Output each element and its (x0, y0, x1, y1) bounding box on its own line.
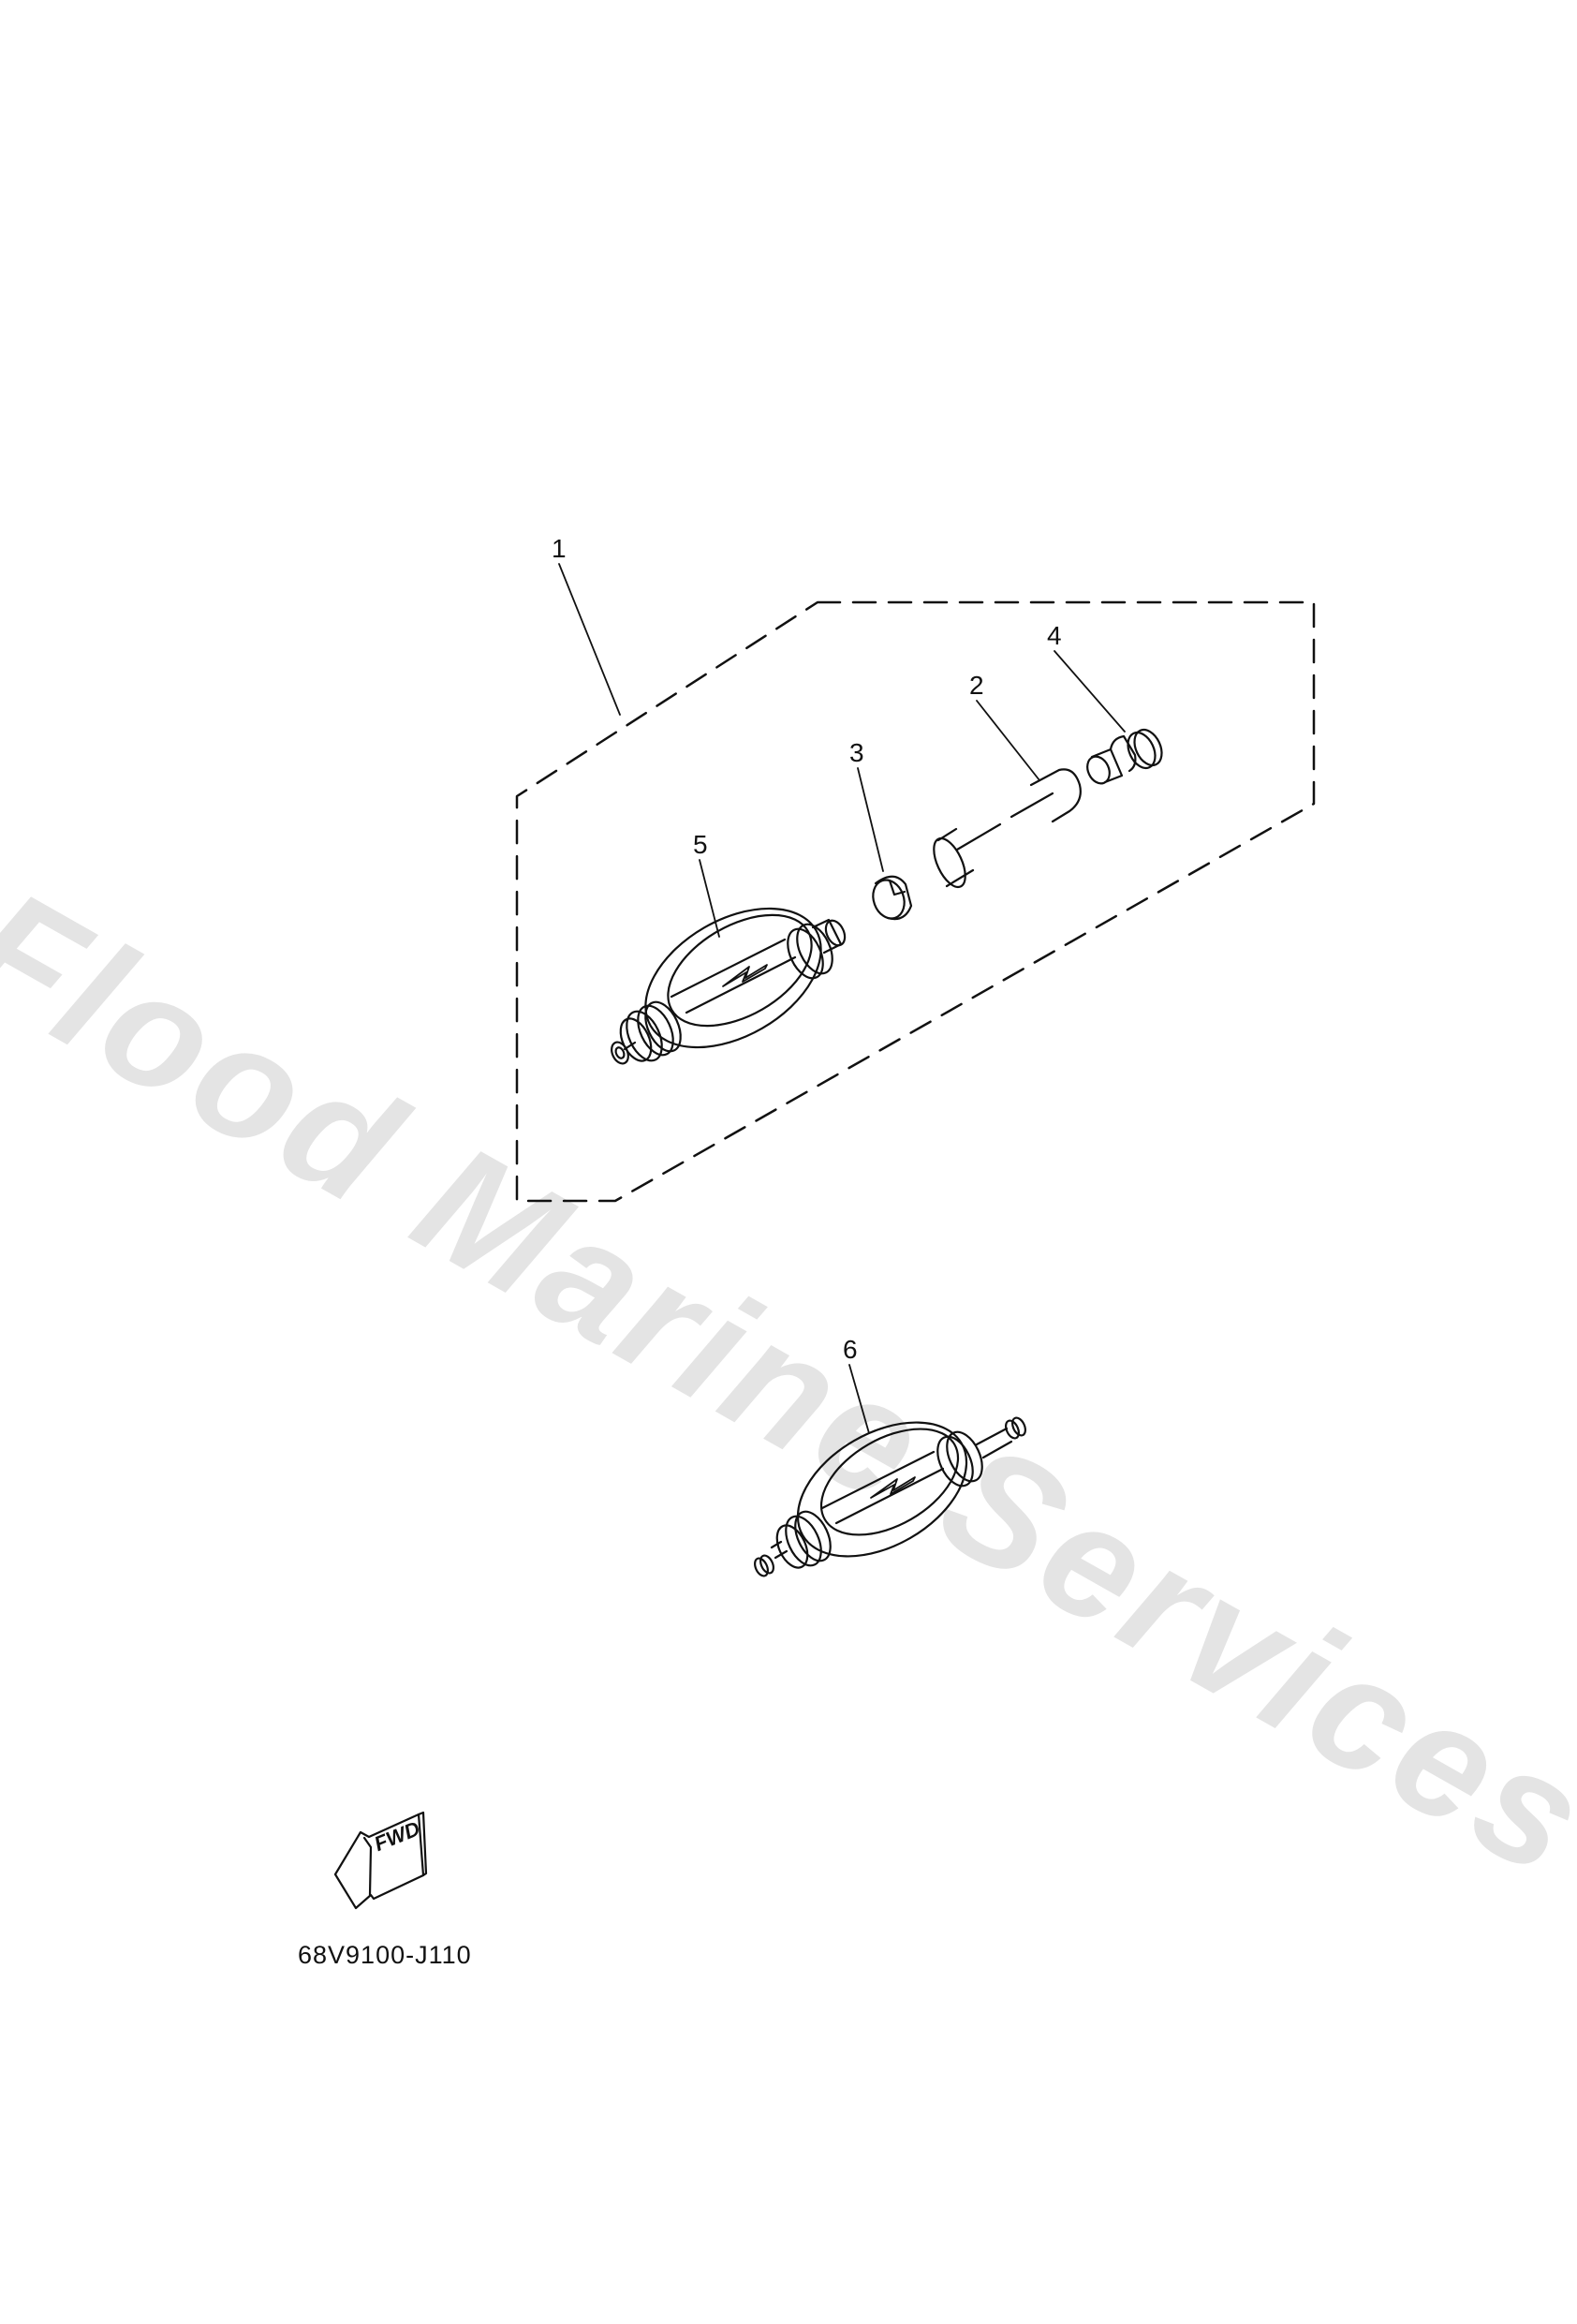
diagram-code: 68V9100-J110 (298, 1941, 472, 1969)
primer-bulb-part-6 (754, 1416, 1026, 1577)
callout-6[interactable]: 6 (843, 1335, 858, 1364)
callout-1[interactable]: 1 (552, 534, 567, 563)
hose-part-2 (933, 768, 1082, 889)
leader-5 (699, 859, 720, 938)
leader-2 (976, 700, 1040, 781)
leader-1 (558, 563, 621, 716)
callout-4[interactable]: 4 (1047, 621, 1062, 650)
callout-2[interactable]: 2 (969, 671, 984, 700)
leader-6 (848, 1364, 870, 1434)
clip-part-3 (872, 875, 913, 921)
leader-lines (558, 563, 1126, 1434)
callout-3[interactable]: 3 (849, 738, 864, 767)
joint-part-4 (1086, 728, 1163, 785)
primer-bulb-part-5 (611, 907, 847, 1065)
leader-3 (857, 767, 884, 872)
fwd-arrow-icon (333, 1811, 428, 1910)
leader-4 (1054, 650, 1126, 733)
kit-dashed-outline (515, 600, 1316, 1203)
callout-5[interactable]: 5 (693, 830, 708, 859)
